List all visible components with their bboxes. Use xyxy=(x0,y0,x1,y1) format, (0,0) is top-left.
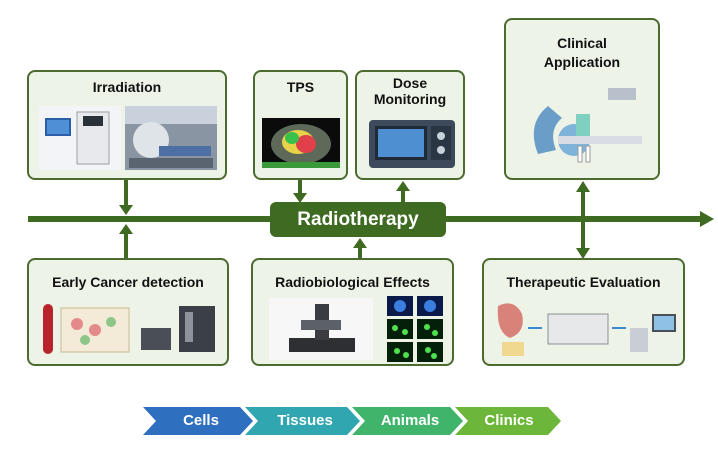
linac-machine-image xyxy=(39,106,217,170)
therapeutic-evaluation-title: Therapeutic Evaluation xyxy=(506,274,661,290)
stage-label-animals: Animals xyxy=(380,412,440,429)
microscope-image xyxy=(269,298,373,360)
dose-monitor-device-image xyxy=(369,120,455,168)
radiobiological-effects-title: Radiobiological Effects xyxy=(275,274,430,290)
radiobiological-effects-box: Radiobiological Effects xyxy=(251,258,454,366)
early-cancer-detection-box: Early Cancer detection xyxy=(27,258,229,366)
tps-scan-image xyxy=(262,118,340,168)
blood-sample-image xyxy=(43,304,215,354)
timeline-arrowhead xyxy=(700,211,714,227)
tps-title: TPS xyxy=(286,79,315,95)
stage-chevron-animals xyxy=(352,407,463,435)
arrow-dose xyxy=(396,181,410,191)
stage-chevron-cells xyxy=(143,407,253,435)
stage-label-clinics: Clinics xyxy=(484,412,534,429)
tps-box: TPS xyxy=(253,70,348,180)
arrow-early-cancer xyxy=(119,224,133,234)
irradiation-title: Irradiation xyxy=(92,79,162,95)
arrow-clinical xyxy=(576,181,590,192)
clinical-application-box: Clinical Application xyxy=(504,18,660,180)
evaluation-workflow-image xyxy=(497,303,676,356)
dose-monitoring-title: Dose Monitoring xyxy=(373,75,447,107)
stage-label-tissues: Tissues xyxy=(277,412,333,429)
arrow-irradiation xyxy=(119,205,133,215)
therapeutic-evaluation-box: Therapeutic Evaluation xyxy=(482,258,685,366)
clinical-treatment-image xyxy=(533,88,642,163)
stage-chevron-clinics xyxy=(455,407,561,435)
stage-chevron-tissues xyxy=(245,407,360,435)
arrow-tps xyxy=(293,193,307,203)
early-cancer-detection-title: Early Cancer detection xyxy=(52,274,204,290)
dose-monitoring-box: Dose Monitoring xyxy=(355,70,465,180)
clinical-application-title: Clinical Application xyxy=(543,35,621,70)
irradiation-box: Irradiation xyxy=(27,70,227,180)
stage-label-cells: Cells xyxy=(183,412,219,429)
arrow-radiobio xyxy=(353,238,367,248)
radiotherapy-label: Radiotherapy xyxy=(270,202,446,237)
arrow-therapeutic xyxy=(576,248,590,259)
fluorescence-image-grid xyxy=(387,296,443,362)
